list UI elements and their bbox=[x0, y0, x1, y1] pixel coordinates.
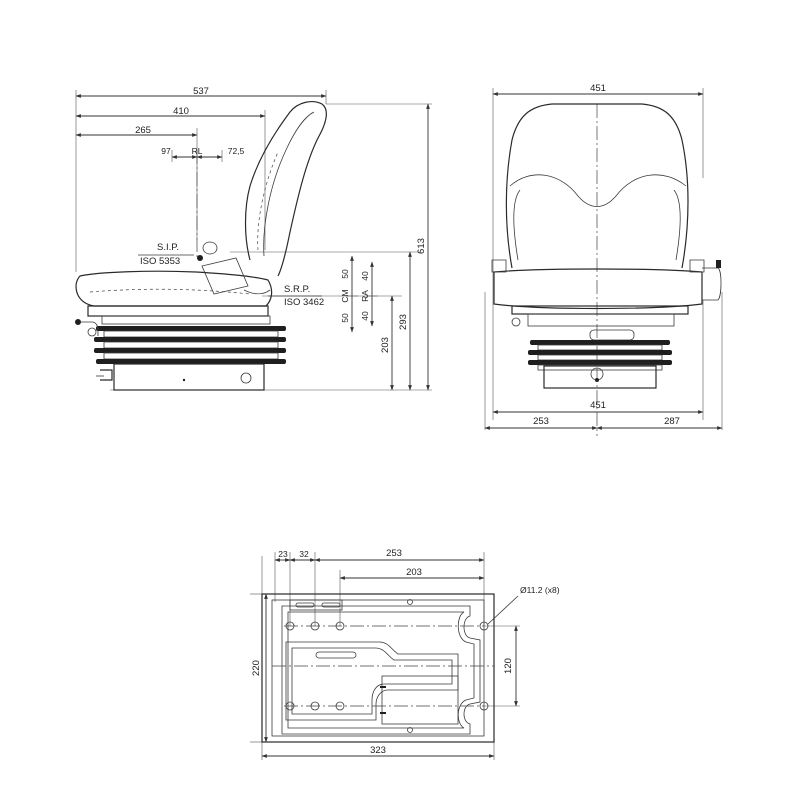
dim-451-bottom: 451 bbox=[590, 400, 606, 411]
dim-72-5: 72,5 bbox=[228, 146, 245, 156]
front-bellows bbox=[528, 340, 672, 371]
adjust-slot bbox=[315, 651, 357, 659]
label-sip: S.I.P. bbox=[157, 242, 179, 253]
dim-287: 287 bbox=[664, 416, 680, 427]
dim-410: 410 bbox=[173, 106, 189, 117]
dim-ra-top: 40 bbox=[360, 271, 370, 281]
backrest-outline bbox=[244, 101, 327, 277]
dim-cm: CM bbox=[340, 289, 350, 302]
dim-120: 120 bbox=[503, 658, 514, 674]
suspension-bellows bbox=[94, 326, 286, 364]
dim-451-top: 451 bbox=[590, 83, 606, 94]
dim-203: 203 bbox=[380, 337, 391, 353]
dim-613: 613 bbox=[416, 238, 427, 254]
label-hole-size: Ø11.2 (x8) bbox=[520, 585, 560, 595]
dim-323: 323 bbox=[370, 745, 386, 756]
dim-97: 97 bbox=[161, 146, 171, 156]
dim-23: 23 bbox=[278, 549, 288, 559]
dim-32: 32 bbox=[299, 549, 309, 559]
seat-base-plate bbox=[87, 305, 269, 317]
mounting-holes bbox=[285, 599, 489, 733]
base-plate-outline bbox=[261, 593, 495, 743]
dim-ra-bottom: 40 bbox=[360, 311, 370, 321]
label-srp-iso: ISO 3462 bbox=[284, 297, 324, 308]
dim-253-plate: 253 bbox=[386, 548, 402, 559]
dim-ra: RA bbox=[360, 290, 370, 302]
dim-537: 537 bbox=[193, 86, 209, 97]
dim-cm-bottom: 50 bbox=[340, 313, 350, 323]
label-sip-iso: ISO 5353 bbox=[140, 256, 180, 267]
base-plate-view: 23 32 253 203 Ø11.2 (x8) 220 120 323 bbox=[250, 548, 560, 760]
dim-293: 293 bbox=[398, 314, 409, 330]
front-cushion-outline bbox=[493, 268, 703, 310]
front-view: 451 451 253 287 bbox=[484, 83, 723, 436]
dim-265: 265 bbox=[135, 125, 151, 136]
dim-203-plate: 203 bbox=[406, 567, 422, 578]
suspension-bottom bbox=[113, 363, 265, 391]
dim-253: 253 bbox=[533, 416, 549, 427]
label-srp: S.R.P. bbox=[284, 284, 310, 295]
front-backrest-outline bbox=[505, 103, 689, 269]
knob-icon bbox=[75, 319, 81, 325]
side-view: 537 410 265 97 RL 72,5 613 293 203 50 CM… bbox=[75, 86, 432, 391]
dim-220: 220 bbox=[251, 660, 262, 676]
dim-cm-top: 50 bbox=[340, 269, 350, 279]
seat-cushion-outline bbox=[75, 270, 273, 307]
